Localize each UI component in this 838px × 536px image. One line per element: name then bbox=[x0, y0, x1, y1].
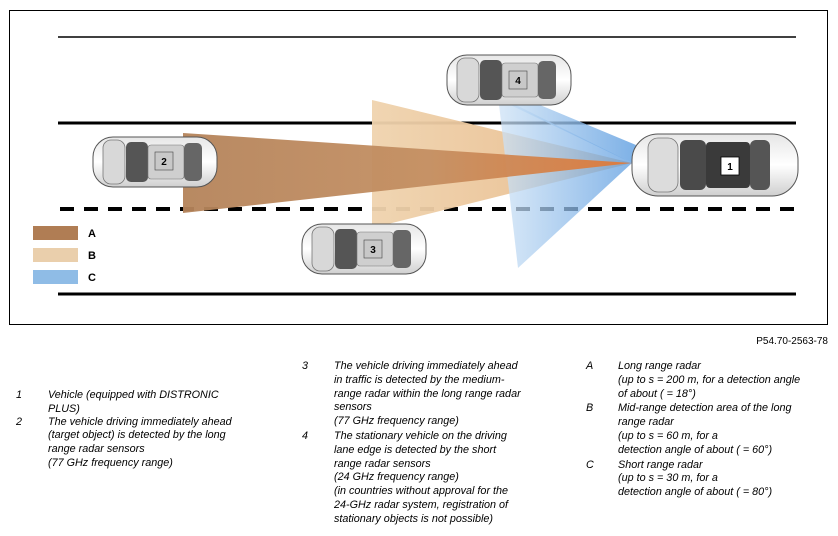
caption-letter: A bbox=[586, 360, 594, 372]
caption-item-b: B Mid-range detection area of the long r… bbox=[586, 402, 834, 457]
legend: A B C bbox=[33, 226, 96, 284]
caption-item-a: A Long range radar (up to s = 200 m, for… bbox=[586, 360, 834, 401]
caption-text: The vehicle driving immediately ahead (t… bbox=[48, 415, 232, 469]
caption-item-2: 2 The vehicle driving immediately ahead … bbox=[16, 416, 276, 471]
legend-swatch-b bbox=[33, 248, 78, 262]
car-2-label: 2 bbox=[161, 157, 167, 168]
car-4-label: 4 bbox=[515, 76, 521, 87]
caption-letter: C bbox=[586, 458, 594, 471]
caption-text: The vehicle driving immediately ahead in… bbox=[334, 360, 521, 428]
caption-column-2: 3 The vehicle driving immediately ahead … bbox=[302, 360, 572, 527]
car-1: 1 bbox=[631, 133, 799, 197]
caption-item-c: C Short range radar (up to s = 30 m, for… bbox=[586, 459, 834, 500]
caption-text: Vehicle (equipped with DISTRONIC PLUS) bbox=[48, 389, 219, 415]
legend-label-c: C bbox=[88, 272, 96, 284]
car-3: 3 bbox=[301, 223, 427, 275]
legend-label-a: A bbox=[88, 228, 96, 240]
car-1-label: 1 bbox=[727, 162, 733, 173]
legend-swatch-a bbox=[33, 226, 78, 240]
legend-swatch-c bbox=[33, 270, 78, 284]
caption-item-1: 1 Vehicle (equipped with DISTRONIC PLUS) bbox=[16, 389, 276, 417]
legend-label-b: B bbox=[88, 250, 96, 262]
caption-number: 2 bbox=[16, 415, 23, 428]
car-3-label: 3 bbox=[370, 245, 376, 256]
caption-column-1: 1 Vehicle (equipped with DISTRONIC PLUS)… bbox=[16, 389, 276, 471]
caption-item-3: 3 The vehicle driving immediately ahead … bbox=[302, 360, 572, 429]
caption-item-4: 4 The stationary vehicle on the driving … bbox=[302, 430, 572, 527]
caption-text: The stationary vehicle on the driving la… bbox=[334, 429, 509, 525]
car-2: 2 bbox=[92, 136, 218, 188]
caption-letter: B bbox=[586, 402, 594, 415]
radar-diagram: 1 2 3 4 A B C bbox=[9, 10, 828, 325]
zone-a-long-range bbox=[183, 133, 632, 213]
caption-number: 3 bbox=[302, 360, 309, 372]
zone-c-short-range-fan bbox=[498, 96, 632, 268]
caption-number: 4 bbox=[302, 429, 309, 442]
caption-text: Short range radar (up to s = 30 m, for a… bbox=[618, 458, 773, 499]
caption-number: 1 bbox=[16, 389, 23, 401]
car-4: 4 bbox=[446, 54, 572, 106]
caption-column-3: A Long range radar (up to s = 200 m, for… bbox=[586, 360, 834, 500]
caption-text: Mid-range detection area of the long ran… bbox=[618, 402, 792, 456]
figure-reference: P54.70-2563-78 bbox=[756, 336, 828, 347]
caption-text: Long range radar (up to s = 200 m, for a… bbox=[618, 360, 801, 400]
